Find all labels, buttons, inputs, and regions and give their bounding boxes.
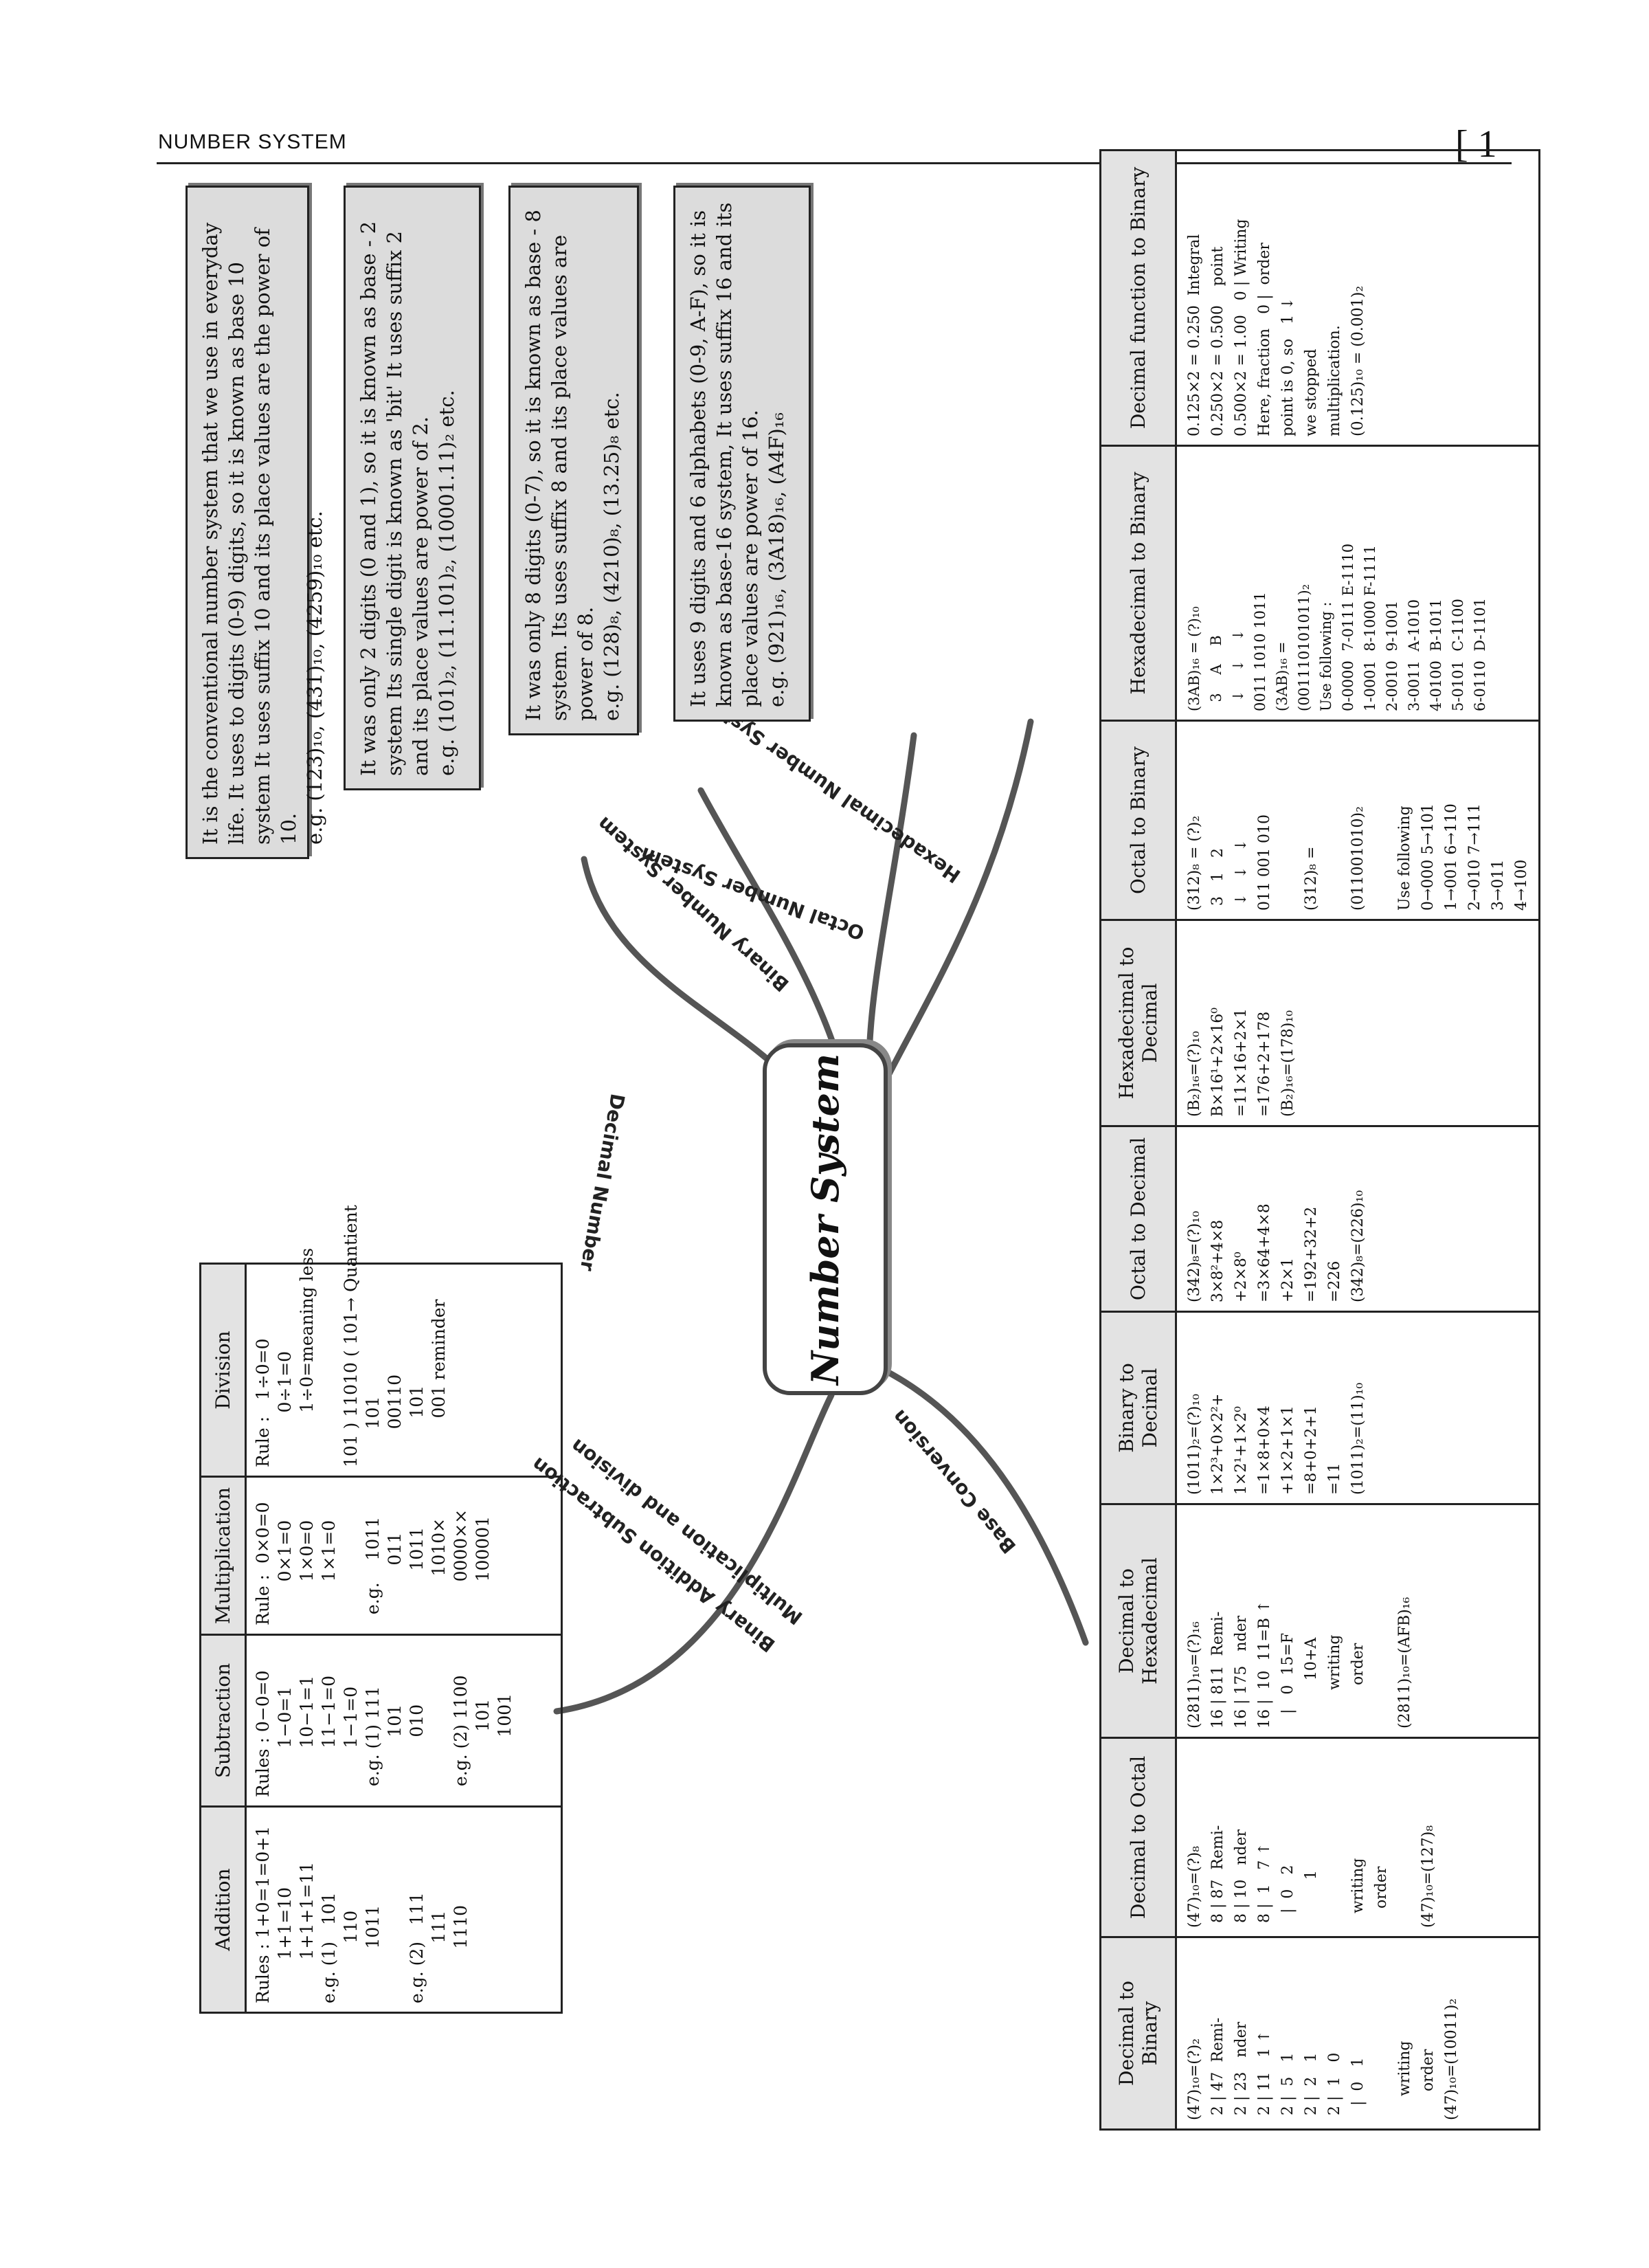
box-hexa: It uses 9 digits and 6 alphabets (0-9, A… [673, 186, 811, 722]
link-conversion [876, 1364, 1089, 1646]
conv-cell-oct-dec: (342)₈=(?)₁₀ 3×8²+4×8 +2×8⁰ =3×64+4×8 +2… [1176, 1126, 1540, 1312]
ops-header-multiplication: Multiplication [200, 1476, 246, 1635]
ops-cell-multiplication: Rule : 0×0=0 0×1=0 1×0=0 1×1=0 e.g. 1011… [245, 1476, 562, 1635]
page-number: [ 1 [1455, 123, 1497, 166]
conv-cell-bin-dec: (1011)₂=(?)₁₀ 1×2³+0×2²+ 1×2¹+1×2⁰ =1×8+… [1176, 1311, 1540, 1504]
label-ops-line1: Binary Addition Subtraction [527, 1453, 779, 1657]
conv-cell-hex-bin: (3AB)₁₆ = (?)₁₀ 3 A B ↓ ↓ ↓ 0011 1010 10… [1176, 445, 1540, 721]
conv-header-dec-hex: Decimal to Hexadecimal [1100, 1504, 1176, 1738]
box-decimal: It is the conventional number system tha… [186, 186, 326, 859]
conv-cell-oct-bin: (312)₈ = (?)₂ 3 1 2 ↓ ↓ ↓ 011 001 010 (3… [1176, 720, 1540, 920]
conv-cell-dec-hex: (2811)₁₀=(?)₁₆ 16 | 811 Remi- 16 | 175 n… [1176, 1504, 1540, 1738]
conv-header-hex-dec: Hexadecimal to Decimal [1100, 920, 1176, 1126]
link-hexa [876, 718, 1034, 1096]
central-title: Number System [763, 1043, 888, 1395]
ops-cell-subtraction: Rules : 0−0=0 1−0=1 10−1=1 11−1=0 1−1=0 … [245, 1634, 562, 1807]
ops-header-division: Division [200, 1263, 246, 1477]
conv-cell-hex-dec: (B₂)₁₆=(?)₁₀ B×16¹+2×16⁰ =11×16+2×1 =176… [1176, 920, 1540, 1126]
conv-cell-dec-bin: (47)₁₀=(?)₂ 2 | 47 Remi- 2 | 23 nder 2 |… [1176, 1937, 1540, 2130]
ops-header-addition: Addition [200, 1806, 246, 2013]
conv-header-oct-dec: Octal to Decimal [1100, 1126, 1176, 1312]
header-rule [157, 162, 1512, 164]
operations-header-row: Addition Subtraction Multiplication Divi… [200, 1263, 246, 2013]
conversion-table: Decimal to Binary Decimal to Octal Decim… [1099, 149, 1540, 2131]
ops-cell-addition: Rules : 1+0=1=0+1 1+1=10 1+1+1=11 e.g. (… [245, 1806, 562, 2013]
box-octal: It was only 8 digits (0-7), so it is kno… [508, 186, 639, 735]
conv-header-oct-bin: Octal to Binary [1100, 720, 1176, 920]
conv-header-dec-bin: Decimal to Binary [1100, 1937, 1176, 2130]
mind-map: Binary Addition Subtraction Multiplicati… [172, 103, 1546, 2165]
operations-body-row: Rules : 1+0=1=0+1 1+1=10 1+1+1=11 e.g. (… [245, 1205, 562, 2013]
conv-header-dec-oct: Decimal to Octal [1100, 1737, 1176, 1937]
conv-header-hex-bin: Hexadecimal to Binary [1100, 445, 1176, 721]
conversion-header-row: Decimal to Binary Decimal to Octal Decim… [1100, 150, 1176, 2130]
conv-cell-dec-oct: (47)₁₀=(?)₈ 8 | 87 Remi- 8 | 10 nder 8 |… [1176, 1737, 1540, 1937]
conv-header-frac-bin: Decimal function to Binary [1100, 150, 1176, 446]
conv-header-bin-dec: Binary to Decimal [1100, 1311, 1176, 1504]
operations-table: Addition Subtraction Multiplication Divi… [199, 1205, 563, 2014]
ops-cell-division: Rule : 1÷0=0 0÷1=0 1÷0=meaning less 101 … [245, 1205, 562, 1477]
ops-header-subtraction: Subtraction [200, 1634, 246, 1807]
box-binary: It was only 2 digits (0 and 1), so it is… [344, 186, 481, 790]
running-header: NUMBER SYSTEM [158, 131, 347, 153]
conv-cell-frac-bin: 0.125×2 = 0.250 Integral 0.250×2 = 0.500… [1176, 150, 1540, 446]
conversion-body-row: (47)₁₀=(?)₂ 2 | 47 Remi- 2 | 23 nder 2 |… [1176, 150, 1540, 2130]
link-operations [553, 1392, 835, 1715]
label-conversion: Base Conversion [888, 1405, 1021, 1558]
label-decimal: Decimal Number [576, 1092, 629, 1273]
